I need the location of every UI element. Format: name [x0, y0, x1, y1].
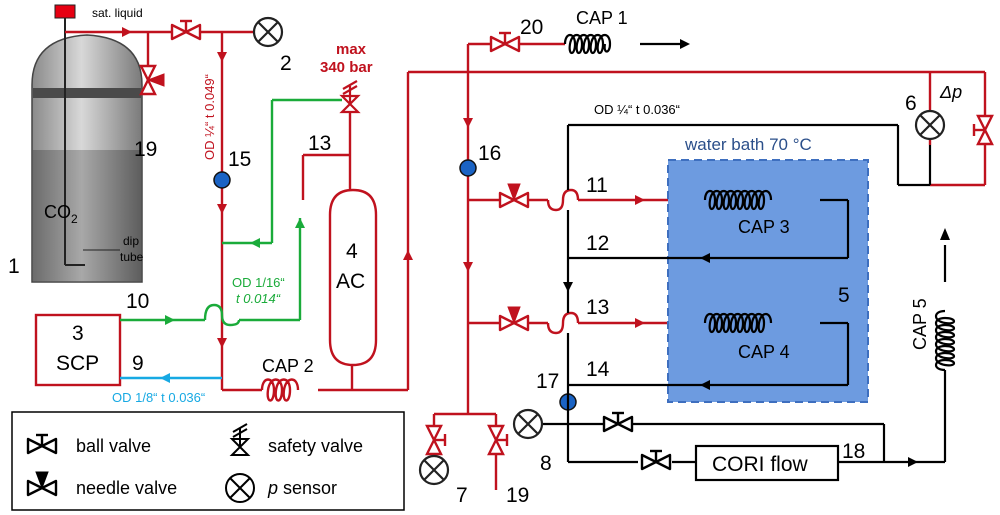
- ball-valve-icon[interactable]: [487, 424, 509, 456]
- green-lines: [120, 98, 342, 327]
- safety-valve-max-label: max: [336, 41, 367, 58]
- label-7: 7: [456, 484, 468, 507]
- safety-valve-pressure-label: 340 bar: [320, 59, 373, 76]
- label-2: 2: [280, 52, 292, 75]
- ball-valve-icon[interactable]: [425, 424, 447, 456]
- cap2-label: CAP 2: [262, 356, 314, 376]
- label-19-bottom: 19: [506, 484, 529, 507]
- legend-needle-valve-label: needle valve: [76, 478, 177, 498]
- label-13-branch: 13: [586, 296, 609, 319]
- ball-valve-icon[interactable]: [489, 31, 521, 53]
- legend-safety-valve-label: safety valve: [268, 436, 363, 456]
- water-bath-label: water bath 70 °C: [684, 135, 812, 154]
- label-9: 9: [132, 352, 144, 375]
- legend-box: [11, 411, 405, 511]
- pressure-sensor-7: [418, 454, 450, 486]
- green-tubing-od-label: OD 1/16“: [232, 275, 285, 290]
- label-19-cylinder: 19: [134, 138, 157, 161]
- pressure-sensor-8: [512, 408, 544, 440]
- cap5-coil: [934, 309, 956, 372]
- ball-valve-icon[interactable]: [170, 19, 202, 41]
- black-tubing-label: OD ¼“ t 0.036“: [594, 102, 680, 117]
- sat-liquid-label: sat. liquid: [92, 6, 143, 20]
- label-8: 8: [540, 452, 552, 475]
- green-tubing-t-label: t 0.014“: [236, 291, 281, 306]
- cylinder-content-label: CO2: [44, 202, 78, 226]
- cap5-label: CAP 5: [910, 298, 930, 350]
- pressure-sensor-2: [252, 16, 284, 48]
- label-11: 11: [586, 174, 608, 197]
- legend-ball-valve-label: ball valve: [76, 436, 151, 456]
- co2-flow-arrows: [122, 27, 645, 348]
- label-12: 12: [586, 232, 609, 255]
- label-16: 16: [478, 142, 501, 165]
- cap1-label: CAP 1: [576, 8, 628, 28]
- ball-valve-icon[interactable]: [972, 114, 994, 146]
- needle-valve-icon[interactable]: [498, 182, 530, 209]
- cap4-label: CAP 4: [738, 342, 790, 362]
- cap2-coil: [260, 378, 300, 402]
- water-bath-number: 5: [838, 284, 850, 307]
- dip-tube-label-line2: tube: [120, 250, 144, 264]
- sensor-dot-15: [213, 171, 231, 189]
- ac-accumulator: [328, 188, 378, 367]
- label-20: 20: [520, 16, 543, 39]
- cori-flow-meter: [694, 444, 840, 482]
- blue-flow-arrow: [160, 373, 170, 383]
- ball-valve-icon[interactable]: [602, 411, 634, 433]
- cap3-coil: [703, 189, 773, 211]
- dp-label: Δp: [939, 82, 962, 102]
- differential-pressure-sensor: [914, 102, 946, 145]
- label-14: 14: [586, 358, 610, 381]
- cap3-label: CAP 3: [738, 217, 790, 237]
- co2-red-lines: [115, 30, 987, 490]
- label-6: 6: [905, 92, 917, 115]
- green-flow-arrows: [165, 218, 305, 325]
- scp-label: SCP: [56, 352, 99, 375]
- scp-pump: [34, 313, 122, 387]
- legend-p-sensor-icon: [225, 473, 255, 503]
- ac-number: 4: [346, 240, 358, 263]
- cylinder-number: 1: [8, 255, 20, 278]
- safety-valve-icon[interactable]: [339, 80, 361, 114]
- dip-tube-label-line1: dip: [123, 234, 139, 248]
- cap4-coil: [703, 312, 773, 334]
- label-18: 18: [842, 440, 865, 463]
- needle-valve-icon[interactable]: [139, 64, 165, 96]
- ball-valve-icon[interactable]: [640, 449, 672, 471]
- label-10: 10: [126, 290, 149, 313]
- needle-valve-icon[interactable]: [498, 305, 530, 332]
- legend-p-sensor-label: p sensor: [267, 478, 337, 498]
- red-tubing-label: OD ¼“ t 0.049“: [202, 74, 217, 160]
- scp-number: 3: [72, 322, 84, 345]
- sensor-dot-16: [459, 159, 477, 177]
- label-15: 15: [228, 148, 251, 171]
- blue-tubing-label: OD 1/8“ t 0.036“: [112, 390, 205, 405]
- label-13-safety: 13: [308, 132, 331, 155]
- cori-flow-label: CORI flow: [712, 453, 809, 476]
- cap1-coil: [563, 33, 612, 55]
- black-flow-arrows: [563, 39, 950, 467]
- ac-label: AC: [336, 270, 365, 293]
- legend-safety-valve-icon: [229, 423, 251, 456]
- label-17: 17: [536, 370, 559, 393]
- water-bath: [667, 159, 869, 403]
- co2-cylinder: [31, 4, 143, 283]
